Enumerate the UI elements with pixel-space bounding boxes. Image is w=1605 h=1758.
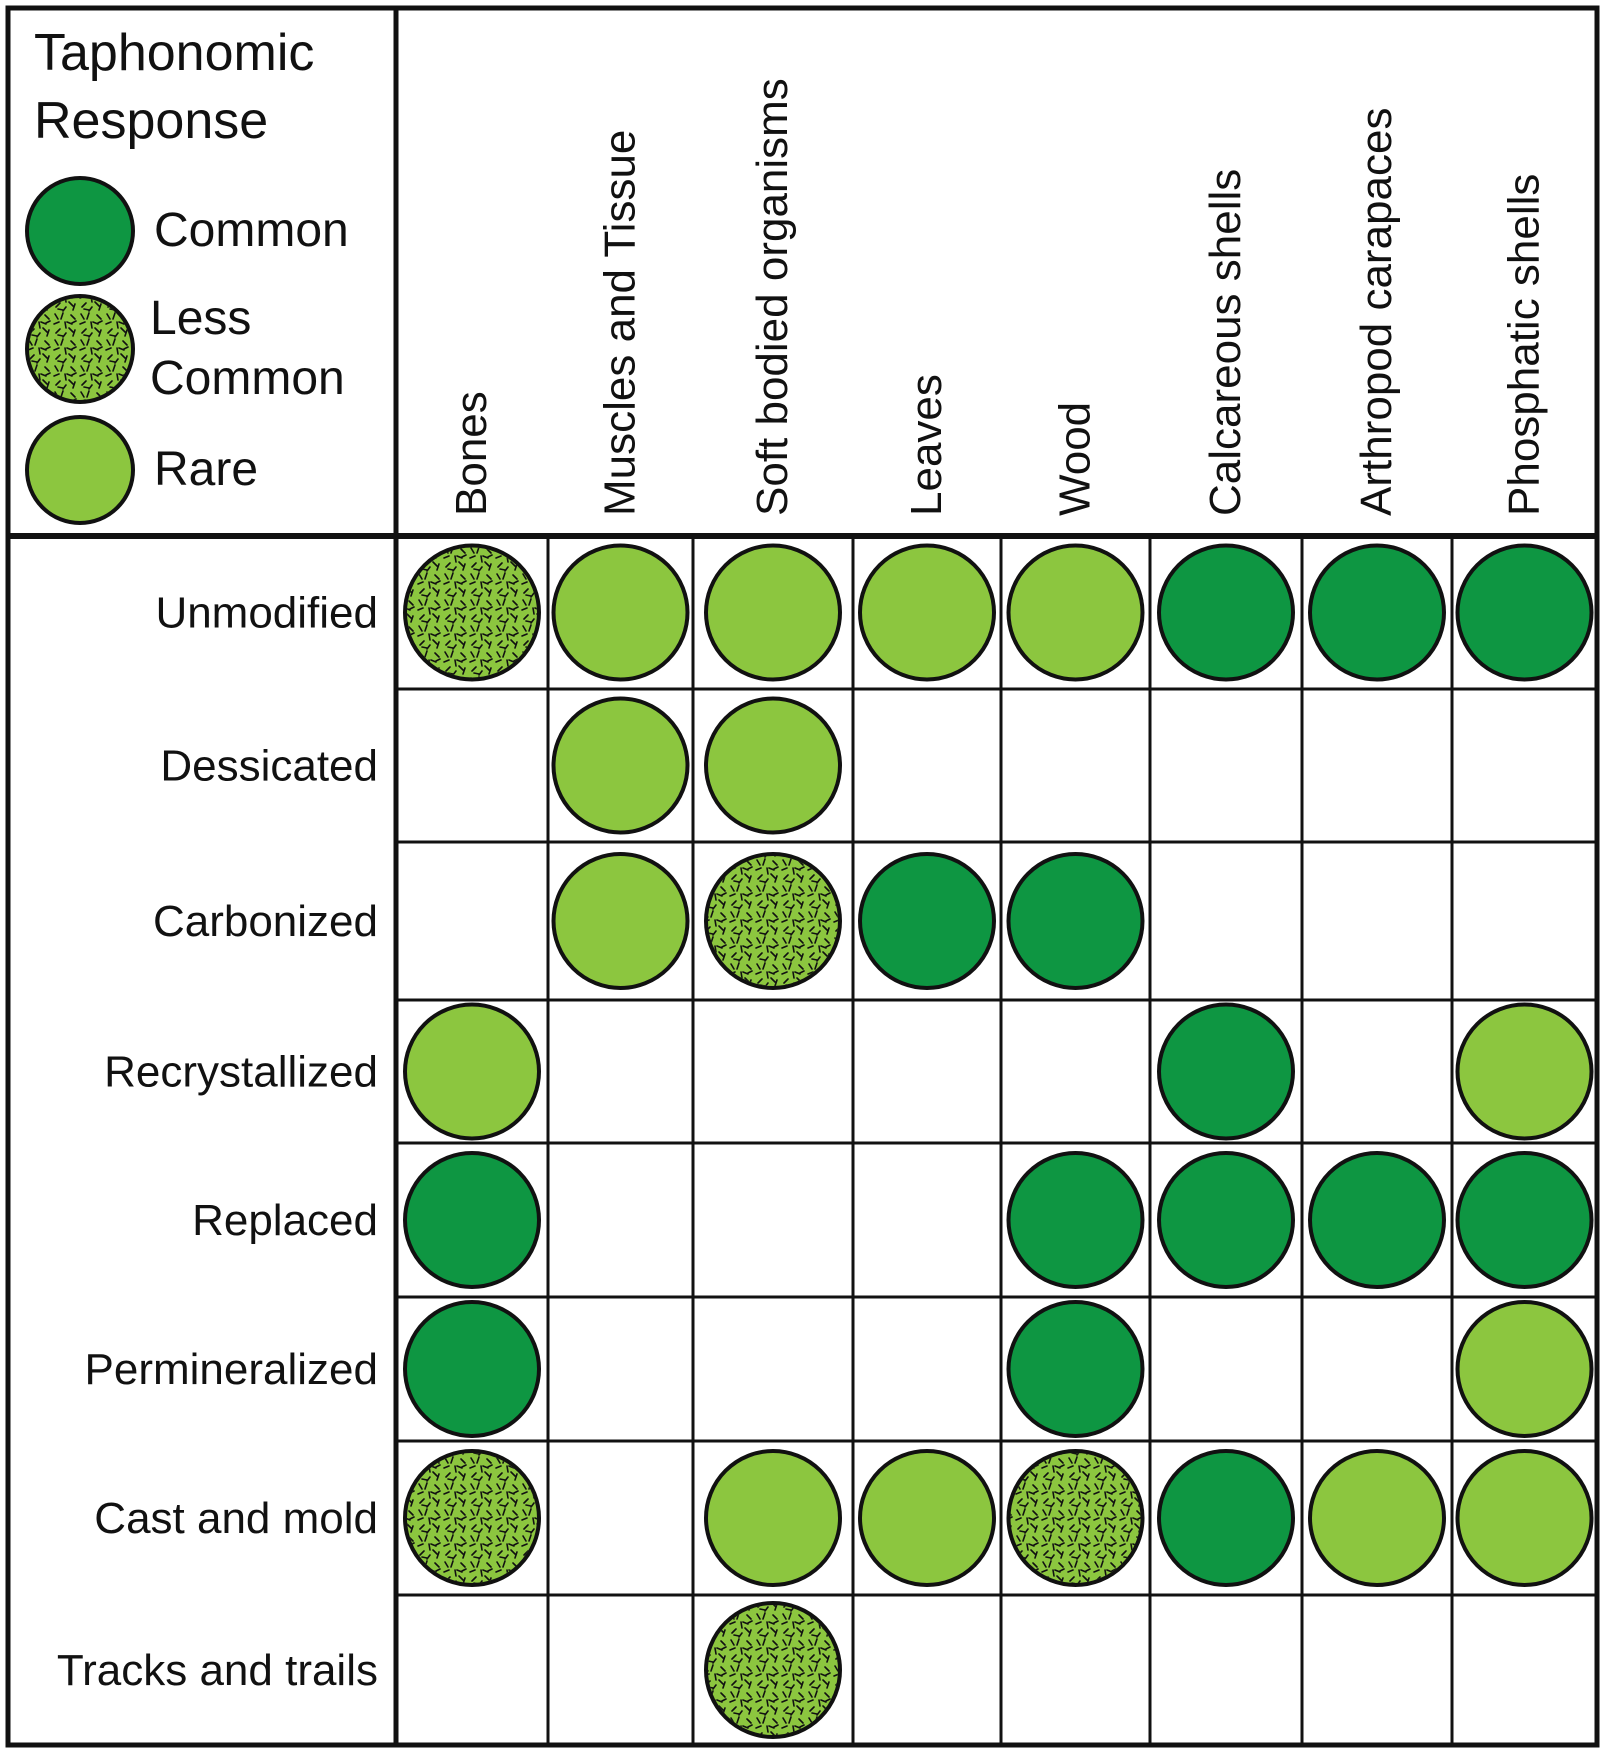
cell-marker-rare xyxy=(1455,1002,1594,1141)
legend-swatch-less-speckle xyxy=(29,298,131,400)
row-label: Permineralized xyxy=(85,1345,378,1394)
cell-marker-common xyxy=(1006,1151,1145,1289)
legend-title: Response xyxy=(34,92,268,150)
cell-marker-rare xyxy=(551,852,690,990)
cell-marker-less-speckle xyxy=(407,547,537,678)
column-header: Calcareous shells xyxy=(1201,169,1250,516)
cell-marker-common xyxy=(1157,1151,1295,1289)
cell-marker-rare xyxy=(704,696,842,835)
cell-marker-rare xyxy=(1308,1449,1446,1587)
cell-marker-common xyxy=(403,1300,541,1438)
outer-frame xyxy=(5,5,1600,1748)
cell-marker-common xyxy=(1006,1300,1145,1438)
cell-marker-less-speckle xyxy=(407,1453,537,1583)
cell-marker-less-speckle xyxy=(708,1605,838,1735)
cell-marker-rare xyxy=(1006,543,1145,682)
row-label: Recrystallized xyxy=(104,1048,378,1097)
column-header: Arthropod carapaces xyxy=(1352,108,1401,516)
cell-marker-rare xyxy=(551,543,690,682)
cell-marker-common xyxy=(1157,1449,1295,1587)
legend-label: Common xyxy=(150,352,345,405)
cell-marker-common xyxy=(1455,543,1594,682)
cell-marker-rare xyxy=(858,543,996,682)
row-label: Dessicated xyxy=(160,742,378,791)
cell-marker-rare xyxy=(704,543,842,682)
cell-marker-rare xyxy=(1455,1300,1594,1438)
cell-marker-common xyxy=(1308,1151,1446,1289)
cell-marker-common xyxy=(1157,1002,1295,1141)
cell-marker-common xyxy=(403,1151,541,1289)
legend-label: Rare xyxy=(154,443,258,496)
cell-marker-common xyxy=(1006,852,1145,990)
legend-label: Less xyxy=(150,292,251,345)
cell-marker-rare xyxy=(704,1449,842,1587)
row-label: Cast and mold xyxy=(94,1494,378,1543)
legend-title: Taphonomic xyxy=(34,24,314,82)
legend-label: Common xyxy=(154,204,349,257)
row-label: Unmodified xyxy=(155,589,378,638)
column-header: Phosphatic shells xyxy=(1500,174,1549,516)
cell-marker-common xyxy=(858,852,996,990)
cell-marker-common xyxy=(1308,543,1446,682)
row-label: Replaced xyxy=(192,1196,378,1245)
cell-marker-rare xyxy=(403,1002,541,1141)
column-header: Wood xyxy=(1051,402,1100,516)
row-label: Carbonized xyxy=(153,897,378,946)
cell-marker-common xyxy=(1157,543,1295,682)
cell-marker-rare xyxy=(551,696,690,835)
column-header: Bones xyxy=(447,391,496,516)
legend-swatch-common xyxy=(25,176,135,286)
cell-marker-less-speckle xyxy=(1010,1453,1141,1583)
cell-marker-rare xyxy=(1455,1449,1594,1587)
cell-marker-less-speckle xyxy=(708,856,838,986)
column-header: Leaves xyxy=(902,374,951,516)
row-label: Tracks and trails xyxy=(57,1646,378,1695)
cell-marker-common xyxy=(1455,1151,1594,1289)
column-header: Muscles and Tissue xyxy=(596,130,645,516)
column-header: Soft bodied organisms xyxy=(748,78,797,516)
legend-swatch-rare xyxy=(25,415,135,525)
cell-marker-rare xyxy=(858,1449,996,1587)
